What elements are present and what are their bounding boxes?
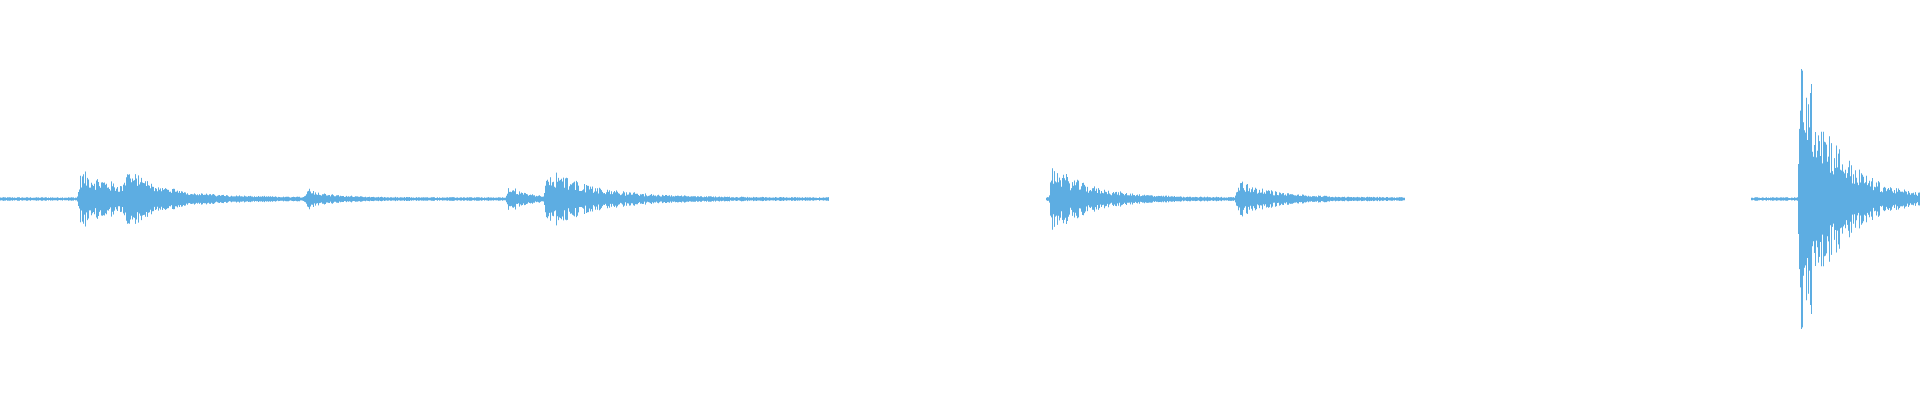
waveform-clip-1[interactable] [0,171,829,227]
waveform-signal [0,171,829,227]
waveform-clip-3[interactable] [1751,69,1920,329]
waveform-clips [0,69,1920,329]
waveform-signal [1751,69,1920,329]
waveform-signal [1046,168,1405,230]
waveform-clip-2[interactable] [1046,168,1405,230]
